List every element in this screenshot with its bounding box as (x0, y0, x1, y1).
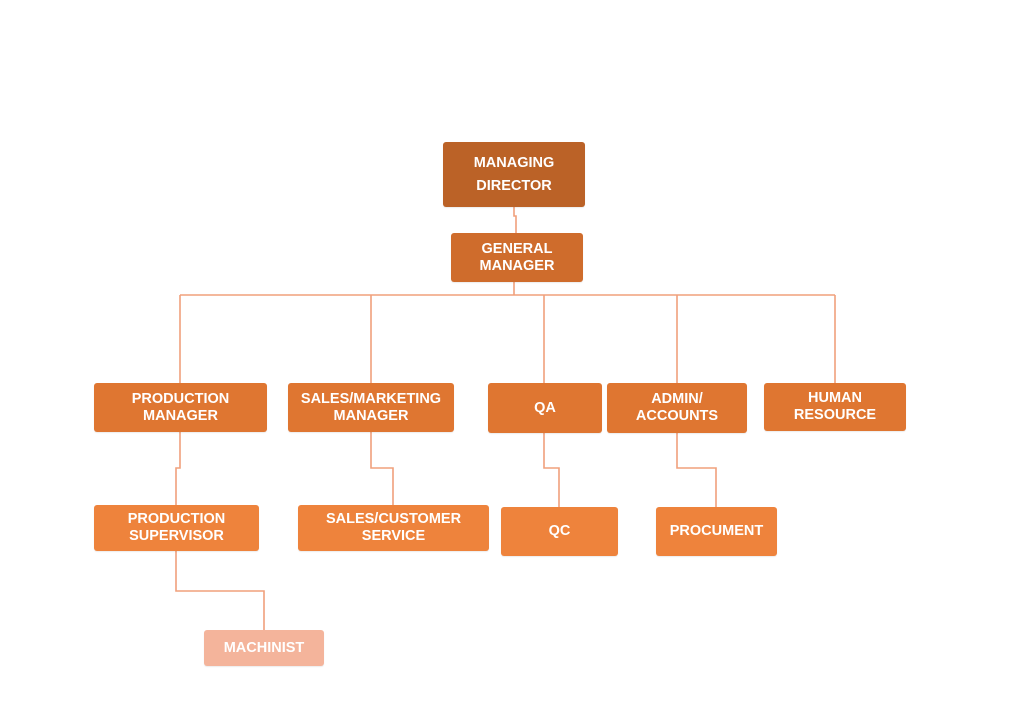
node-machinist: MACHINIST (204, 630, 324, 666)
node-managing-director: MANAGING DIRECTOR (443, 142, 585, 207)
connector-sales-marketing-customer-service (370, 432, 394, 505)
node-production-supervisor: PRODUCTION SUPERVISOR (94, 505, 259, 551)
node-qc: QC (501, 507, 618, 556)
connector-qa-qc (543, 433, 560, 507)
node-human-resource: HUMAN RESOURCE (764, 383, 906, 431)
node-sales-marketing-manager: SALES/MARKETING MANAGER (288, 383, 454, 432)
connector-supervisor-machinist (175, 551, 265, 630)
node-production-manager: PRODUCTION MANAGER (94, 383, 267, 432)
connector-admin-procument (676, 433, 717, 507)
connector-md-gm (513, 207, 517, 233)
node-procument: PROCUMENT (656, 507, 777, 556)
node-general-manager: GENERAL MANAGER (451, 233, 583, 282)
connector-production-manager-supervisor (175, 432, 181, 505)
node-sales-customer-service: SALES/CUSTOMER SERVICE (298, 505, 489, 551)
node-admin-accounts: ADMIN/ ACCOUNTS (607, 383, 747, 433)
node-qa: QA (488, 383, 602, 433)
